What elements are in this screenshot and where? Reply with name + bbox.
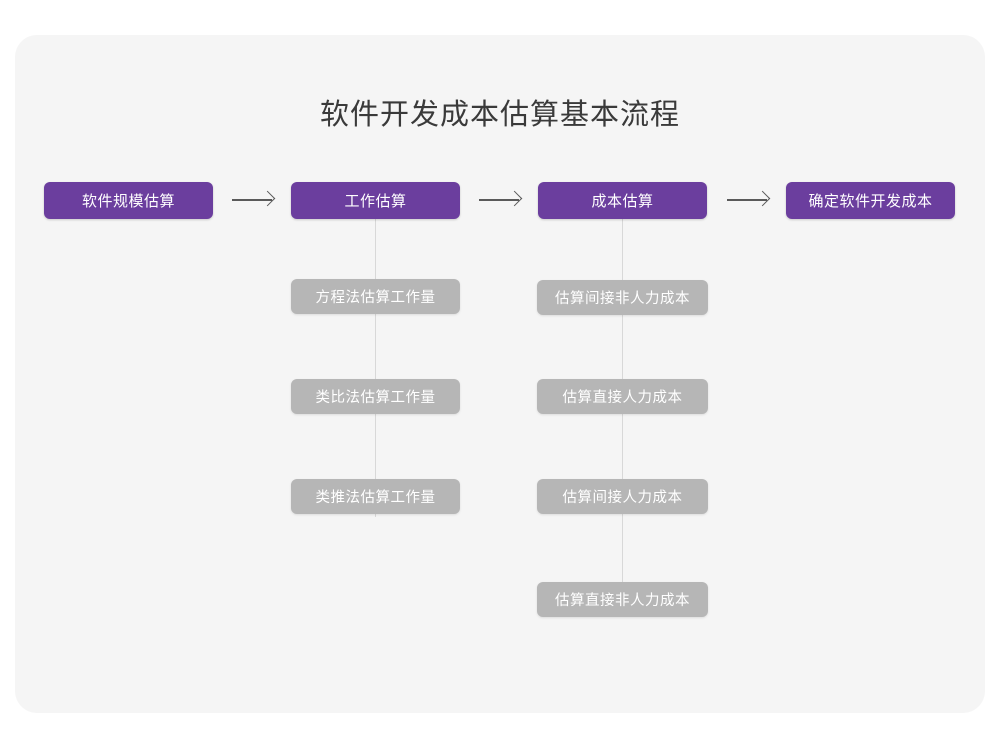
- arrow-shaft: [232, 199, 272, 201]
- branch-node-label: 类比法估算工作量: [315, 390, 436, 406]
- branch-node-analogy-method-effort[interactable]: 类比法估算工作量: [291, 379, 460, 414]
- flow-node-determine-development-cost[interactable]: 确定软件开发成本: [786, 182, 955, 219]
- flow-node-label: 确定软件开发成本: [808, 193, 933, 210]
- branch-node-direct-labor-cost[interactable]: 估算直接人力成本: [537, 379, 708, 414]
- branch-node-label: 估算直接非人力成本: [555, 593, 690, 609]
- flow-arrow-2-icon: [479, 190, 523, 210]
- flow-node-software-scale-estimation[interactable]: 软件规模估算: [44, 182, 213, 219]
- branch-node-direct-non-labor-cost[interactable]: 估算直接非人力成本: [537, 582, 708, 617]
- page-title: 软件开发成本估算基本流程: [319, 99, 680, 131]
- flow-node-work-estimation[interactable]: 工作估算: [291, 182, 460, 219]
- flow-arrow-3-icon: [727, 190, 771, 210]
- arrow-shaft: [727, 199, 767, 201]
- flow-node-cost-estimation[interactable]: 成本估算: [538, 182, 707, 219]
- branch-node-indirect-non-labor-cost[interactable]: 估算间接非人力成本: [537, 280, 708, 315]
- branch-node-equation-method-effort[interactable]: 方程法估算工作量: [291, 279, 460, 314]
- branch-node-indirect-labor-cost[interactable]: 估算间接人力成本: [537, 479, 708, 514]
- branch-node-label: 类推法估算工作量: [315, 490, 436, 506]
- branch-rail-work: [374, 219, 377, 517]
- flow-node-label: 软件规模估算: [81, 193, 175, 210]
- branch-node-label: 估算间接人力成本: [562, 490, 683, 506]
- branch-node-label: 方程法估算工作量: [315, 290, 436, 306]
- flow-arrow-1-icon: [232, 190, 276, 210]
- branch-node-label: 估算直接人力成本: [562, 390, 683, 406]
- branch-node-analogue-method-effort[interactable]: 类推法估算工作量: [291, 479, 460, 514]
- diagram-card: [15, 35, 985, 713]
- flow-node-label: 工作估算: [344, 193, 407, 210]
- arrow-shaft: [479, 199, 519, 201]
- flow-node-label: 成本估算: [591, 193, 654, 210]
- branch-node-label: 估算间接非人力成本: [555, 291, 690, 307]
